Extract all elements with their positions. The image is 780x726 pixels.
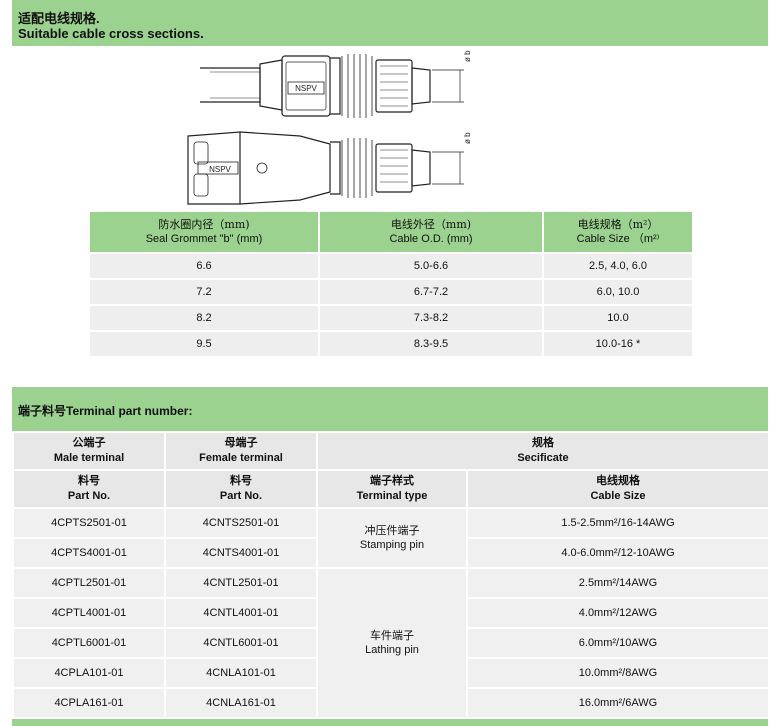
header-specification: 规格 Secificate	[316, 431, 770, 471]
cell-cable-size: 10.0mm²/8AWG	[466, 657, 770, 689]
table-header-row: 公端子 Male terminal 母端子 Female terminal 规格…	[12, 431, 770, 471]
cell-cable-size: 10.0-16 *	[542, 330, 694, 358]
cell-cable-size: 2.5mm²/14AWG	[466, 567, 770, 599]
table-row: 4CPTS4001-01 4CNTS4001-01 4.0-6.0mm²/12-…	[12, 537, 770, 569]
cell-female-part: 4CNTS4001-01	[164, 537, 318, 569]
dimension-label-male: ø b	[463, 50, 472, 62]
cell-female-part: 4CNTL2501-01	[164, 567, 318, 599]
cell-cable-size: 4.0mm²/12AWG	[466, 597, 770, 629]
cell-male-part: 4CPTS4001-01	[12, 537, 166, 569]
table-row: 4CPLA161-01 4CNLA161-01 16.0mm²/6AWG	[12, 687, 770, 719]
terminal-part-table: 公端子 Male terminal 母端子 Female terminal 规格…	[12, 431, 770, 719]
cell-cable-od: 5.0-6.6	[318, 252, 544, 280]
cell-cable-od: 7.3-8.2	[318, 304, 544, 332]
cell-cable-size: 6.0, 10.0	[542, 278, 694, 306]
cell-cable-size: 6.0mm²/10AWG	[466, 627, 770, 659]
table-row: 4CPTS2501-01 4CNTS2501-01 冲压件端子 Stamping…	[12, 507, 770, 569]
table-row: 4CPTL4001-01 4CNTL4001-01 4.0mm²/12AWG	[12, 597, 770, 629]
cell-cable-size: 16.0mm²/6AWG	[466, 687, 770, 719]
table-row: 4CPTL2501-01 4CNTL2501-01 车件端子 Lathing p…	[12, 567, 770, 719]
table-row: 6.6 5.0-6.6 2.5, 4.0, 6.0	[88, 252, 694, 280]
header-male-part-no: 料号 Part No.	[12, 469, 166, 509]
section-title: 端子料号Terminal part number:	[18, 404, 193, 418]
cell-male-part: 4CPTS2501-01	[12, 507, 166, 539]
header-cable-size: 电线规格 Cable Size	[466, 469, 770, 509]
cell-cable-size: 4.0-6.0mm²/12-10AWG	[466, 537, 770, 569]
cell-male-part: 4CPLA161-01	[12, 687, 166, 719]
table-row: 8.2 7.3-8.2 10.0	[88, 304, 694, 332]
cell-grommet: 7.2	[88, 278, 320, 306]
header-cable-od: 电线外径（mm) Cable O.D. (mm)	[318, 210, 544, 254]
dimension-label-female: ø b	[463, 132, 472, 144]
section-title-en: Suitable cable cross sections.	[18, 26, 204, 41]
table-row: 4CPTL6001-01 4CNTL6001-01 6.0mm²/10AWG	[12, 627, 770, 659]
table-subheader-row: 料号 Part No. 料号 Part No. 端子样式 Terminal ty…	[12, 469, 770, 509]
cell-cable-size: 10.0	[542, 304, 694, 332]
cell-grommet: 8.2	[88, 304, 320, 332]
table-row: 4CPLA101-01 4CNLA101-01 10.0mm²/8AWG	[12, 657, 770, 689]
table-row: 9.5 8.3-9.5 10.0-16 *	[88, 330, 694, 358]
section-header-cable-sizes: 适配电线规格. Suitable cable cross sections.	[12, 0, 768, 46]
male-brand-label: NSPV	[295, 84, 317, 93]
cell-female-part: 4CNLA101-01	[164, 657, 318, 689]
cell-female-part: 4CNTL4001-01	[164, 597, 318, 629]
cell-female-part: 4CNTS2501-01	[164, 507, 318, 539]
cell-terminal-type-lathing: 车件端子 Lathing pin	[316, 567, 468, 719]
female-brand-label: NSPV	[209, 165, 231, 174]
section-header-terminal-part-number: 端子料号Terminal part number:	[12, 387, 768, 431]
cell-male-part: 4CPLA101-01	[12, 657, 166, 689]
table-header-row: 防水圈内径（mm) Seal Grommet "b" (mm) 电线外径（mm)…	[88, 210, 694, 254]
cell-cable-size: 1.5-2.5mm²/16-14AWG	[466, 507, 770, 539]
cell-grommet: 6.6	[88, 252, 320, 280]
cell-male-part: 4CPTL6001-01	[12, 627, 166, 659]
cell-cable-od: 6.7-7.2	[318, 278, 544, 306]
cell-grommet: 9.5	[88, 330, 320, 358]
header-cable-size: 电线规格（m²） Cable Size （m²⁾	[542, 210, 694, 254]
cell-male-part: 4CPTL2501-01	[12, 567, 166, 599]
cell-male-part: 4CPTL4001-01	[12, 597, 166, 629]
header-terminal-type: 端子样式 Terminal type	[316, 469, 468, 509]
cell-female-part: 4CNTL6001-01	[164, 627, 318, 659]
header-seal-grommet: 防水圈内径（mm) Seal Grommet "b" (mm)	[88, 210, 320, 254]
connector-drawing: NSPV ø b NSPV ø b	[187, 50, 472, 205]
cell-terminal-type-stamping: 冲压件端子 Stamping pin	[316, 507, 468, 569]
male-connector-drawing	[200, 54, 431, 118]
dimension-line-male	[432, 69, 464, 103]
table-row: 7.2 6.7-7.2 6.0, 10.0	[88, 278, 694, 306]
section-title-zh: 适配电线规格.	[18, 11, 100, 26]
dimension-line-female	[432, 151, 464, 185]
cell-cable-od: 8.3-9.5	[318, 330, 544, 358]
bottom-divider	[12, 719, 768, 726]
header-female-part-no: 料号 Part No.	[164, 469, 318, 509]
cell-cable-size: 2.5, 4.0, 6.0	[542, 252, 694, 280]
header-female-terminal: 母端子 Female terminal	[164, 431, 318, 471]
header-male-terminal: 公端子 Male terminal	[12, 431, 166, 471]
female-connector-drawing	[187, 131, 431, 205]
grommet-cable-table: 防水圈内径（mm) Seal Grommet "b" (mm) 电线外径（mm)…	[88, 210, 694, 358]
cell-female-part: 4CNLA161-01	[164, 687, 318, 719]
